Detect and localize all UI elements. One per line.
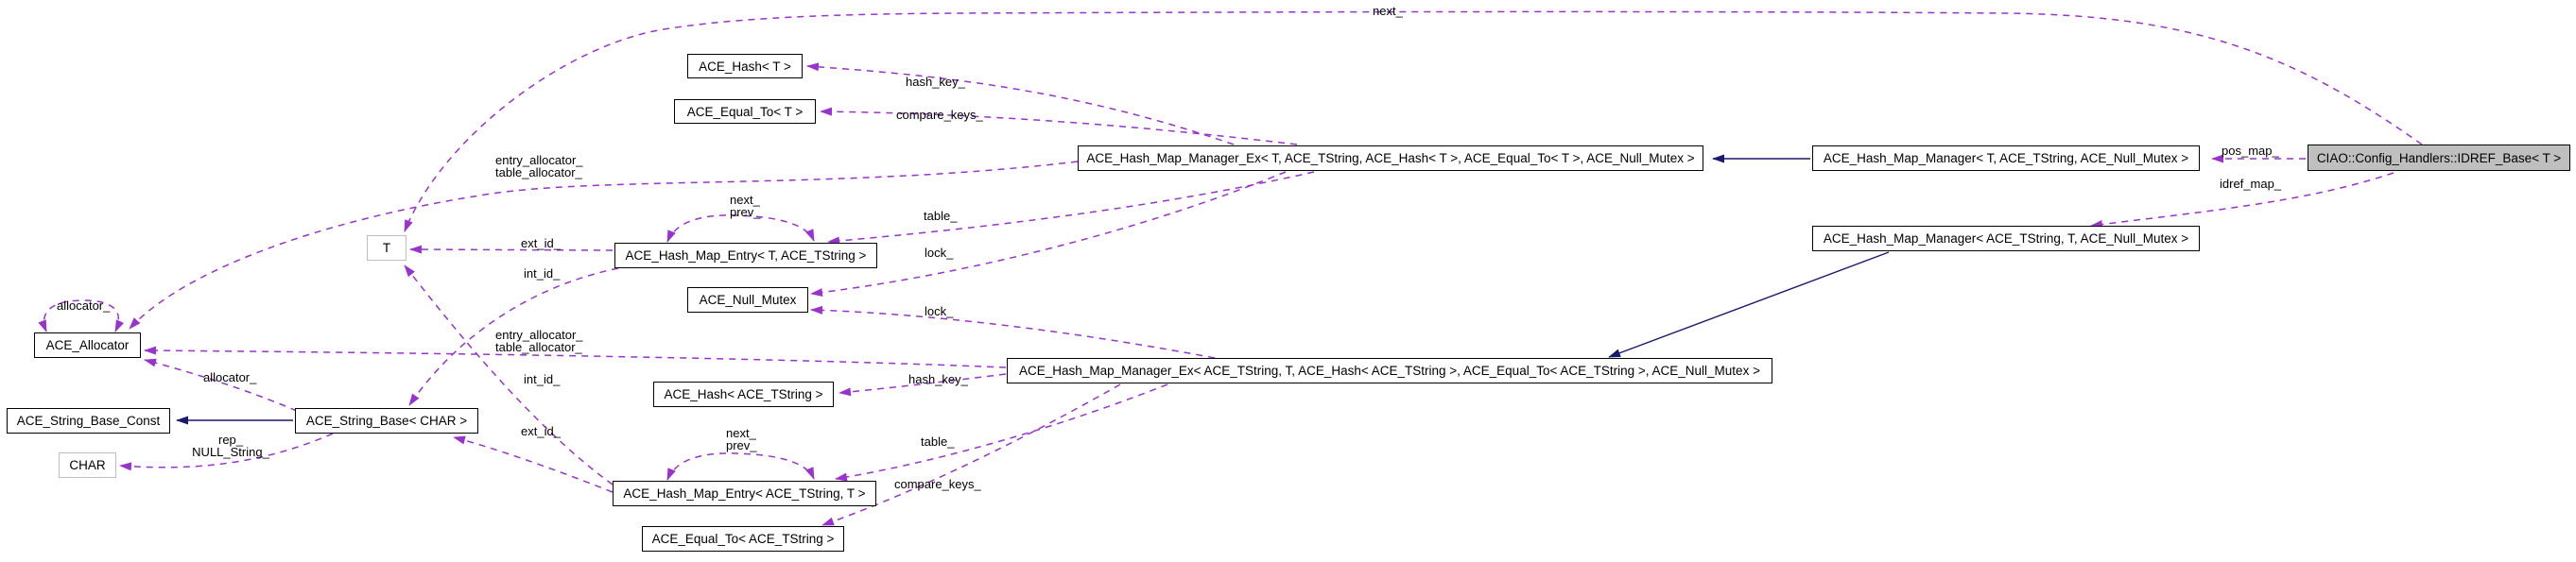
edge-label-prev-1: prev_: [730, 205, 761, 219]
node-ace-hash-map-manager-ex-tstring[interactable]: ACE_Hash_Map_Manager_Ex< ACE_TString, T,…: [1007, 358, 1772, 383]
edge-self-loop-entry1: [666, 214, 815, 243]
edge-inherit-mgr2-ex2: [1608, 251, 1890, 358]
edge-lock-1: [810, 171, 1287, 298]
edge-label-entry-allocator-1: entry_allocator_ table_allocator_: [495, 154, 583, 179]
edge-label-table-2: table_: [921, 434, 955, 449]
node-ciao-idref-base: CIAO::Config_Handlers::IDREF_Base< T >: [2308, 145, 2570, 171]
edge-label-rep: rep_: [217, 433, 244, 447]
node-ace-hash-map-manager-t[interactable]: ACE_Hash_Map_Manager< T, ACE_TString, AC…: [1812, 145, 2200, 171]
edge-ext-id-2: [453, 435, 614, 493]
edge-hash-key-2: [838, 373, 1007, 397]
edge-label-pos-map: pos_map_: [2222, 144, 2279, 158]
edge-label-int-id-1: int_id_: [524, 266, 561, 281]
edge-label-next-prev-1: next_ prev_: [730, 194, 761, 218]
node-ace-hash-map-entry-t[interactable]: ACE_Hash_Map_Entry< T, ACE_TString >: [614, 243, 877, 268]
edge-label-next-prev-2: next_ prev_: [726, 427, 757, 451]
node-ace-null-mutex[interactable]: ACE_Null_Mutex: [687, 287, 808, 313]
edge-ext-id-1: [409, 245, 614, 254]
edge-label-entry-allocator-2-line2: table_allocator_: [495, 340, 582, 354]
edge-entry-allocator-2: [144, 346, 1007, 368]
edge-label-lock-1: lock_: [925, 246, 954, 260]
node-char: CHAR: [59, 452, 116, 478]
node-ace-string-base-const[interactable]: ACE_String_Base_Const: [7, 408, 170, 434]
node-ace-hash-map-entry-tstring[interactable]: ACE_Hash_Map_Entry< ACE_TString, T >: [613, 481, 876, 506]
edge-table-2: [835, 383, 1168, 482]
node-ace-hash-map-manager-ex-t[interactable]: ACE_Hash_Map_Manager_Ex< T, ACE_TString,…: [1078, 145, 1703, 171]
edge-label-entry-allocator-2-line1: entry_allocator_: [495, 328, 583, 342]
edge-label-entry-allocator-1-line1: entry_allocator_: [495, 153, 583, 167]
edge-rep-null-string: [119, 433, 334, 471]
edge-label-allocator-loop: allocator_: [57, 298, 111, 313]
edge-self-loop-allocator: [38, 299, 125, 332]
node-ace-hash-t[interactable]: ACE_Hash< T >: [687, 54, 803, 78]
node-ace-string-base-char[interactable]: ACE_String_Base< CHAR >: [295, 408, 478, 434]
edge-label-idref-map: idref_map_: [2220, 177, 2282, 191]
node-ace-equal-to-tstring[interactable]: ACE_Equal_To< ACE_TString >: [642, 526, 844, 552]
edge-self-loop-entry2: [666, 452, 815, 481]
edge-table-1: [827, 171, 1315, 246]
edge-hash-key-1: [806, 62, 1235, 145]
edge-entry-allocator-1: [129, 161, 1079, 330]
edge-label-compare-keys-2: compare_keys_: [894, 477, 981, 491]
edge-label-table-1: table_: [924, 209, 958, 223]
edge-int-id-2: [404, 264, 614, 485]
edge-label-next-top: next_: [1373, 4, 1403, 18]
edge-label-entry-allocator-2: entry_allocator_ table_allocator_: [495, 329, 583, 353]
node-ace-equal-to-t[interactable]: ACE_Equal_To< T >: [674, 99, 816, 124]
edge-label-lock-2: lock_: [925, 304, 954, 318]
edge-compare-keys-1: [820, 107, 1298, 145]
edge-label-prev-2: prev_: [726, 438, 757, 452]
edge-lock-2: [810, 305, 1216, 359]
edge-label-hash-key-1: hash_key_: [906, 75, 965, 89]
edge-label-next-2: next_: [726, 426, 756, 440]
node-ace-hash-tstring[interactable]: ACE_Hash< ACE_TString >: [653, 382, 834, 407]
edge-label-ext-id-2: ext_id_: [521, 424, 561, 438]
edge-label-entry-allocator-1-line2: table_allocator_: [495, 165, 582, 179]
edge-label-compare-keys-1: compare_keys_: [896, 108, 983, 122]
node-ace-hash-map-manager-tstring[interactable]: ACE_Hash_Map_Manager< ACE_TString, T, AC…: [1812, 226, 2200, 251]
edge-label-allocator-sb: allocator_: [203, 370, 257, 384]
edge-label-int-id-2: int_id_: [524, 372, 561, 386]
edge-label-ext-id-1: ext_id_: [521, 236, 561, 250]
edge-label-rep-null-string: rep_ NULL_String_: [187, 434, 274, 458]
edge-compare-keys-2: [821, 383, 1121, 526]
edge-allocator-sb: [144, 358, 298, 412]
edge-idref-map: [2090, 172, 2394, 229]
edge-int-id-1: [408, 267, 619, 406]
edge-label-null-string: NULL_String_: [192, 445, 269, 459]
edge-label-next-1: next_: [730, 193, 760, 207]
node-t: T: [367, 235, 406, 261]
node-ace-allocator[interactable]: ACE_Allocator: [34, 332, 141, 358]
edge-label-hash-key-2: hash_key_: [908, 372, 968, 386]
